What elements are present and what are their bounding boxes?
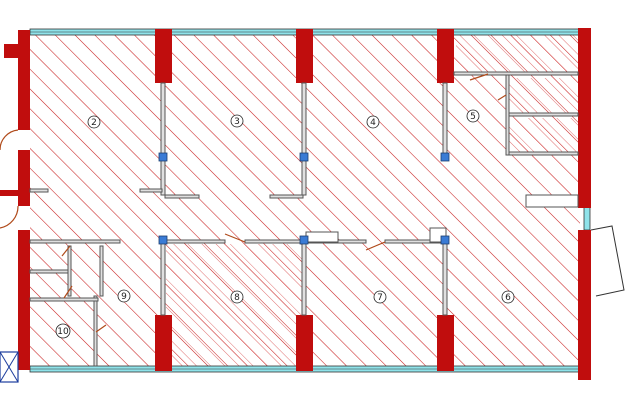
column-marker — [299, 235, 309, 245]
wall-right-lower — [578, 230, 591, 380]
wall-left-mid — [18, 150, 30, 206]
hatch-room-5-upper — [456, 34, 578, 74]
room-labels: 2 3 4 5 6 7 8 9 — [55, 109, 515, 339]
balcony — [590, 225, 625, 297]
pier-top-1 — [155, 29, 172, 83]
svg-text:5: 5 — [470, 112, 476, 122]
wall-left-stub-2 — [0, 190, 18, 196]
room-label-4: 4 — [366, 115, 380, 129]
piers — [155, 29, 454, 371]
doors — [0, 73, 507, 333]
svg-text:10: 10 — [57, 327, 69, 337]
room-label-6: 6 — [501, 290, 515, 304]
room-label-3: 3 — [230, 114, 244, 128]
room-label-5: 5 — [466, 109, 480, 123]
svg-text:8: 8 — [234, 293, 240, 303]
hatch-closet-b — [508, 118, 578, 152]
svg-text:7: 7 — [377, 293, 383, 303]
svg-text:4: 4 — [370, 118, 376, 128]
pier-bottom-2 — [296, 315, 313, 371]
hatch-closet-a — [508, 78, 578, 114]
svg-text:3: 3 — [234, 117, 240, 127]
entrance — [0, 351, 19, 383]
wall-left-lower — [18, 230, 30, 370]
hatch-room-8 — [166, 244, 302, 366]
room-label-9: 9 — [117, 289, 131, 303]
room-label-10: 10 — [55, 323, 71, 339]
svg-text:6: 6 — [505, 293, 511, 303]
column-marker — [440, 235, 450, 245]
column-marker — [158, 152, 168, 162]
svg-text:2: 2 — [91, 118, 97, 128]
pier-top-3 — [437, 29, 454, 83]
outer-walls — [0, 28, 591, 380]
wall-left-stub — [4, 44, 18, 58]
room-label-2: 2 — [87, 115, 101, 129]
column-marker — [299, 152, 309, 162]
wall-left-upper — [18, 30, 30, 130]
columns — [158, 152, 450, 245]
wall-right-upper — [578, 28, 591, 208]
column-marker — [440, 152, 450, 162]
pier-bottom-1 — [155, 315, 172, 371]
partitions — [29, 71, 579, 367]
column-marker — [158, 235, 168, 245]
svg-text:9: 9 — [121, 292, 127, 302]
pier-bottom-3 — [437, 315, 454, 371]
door-swing — [0, 205, 19, 229]
room-label-8: 8 — [230, 290, 244, 304]
window-right — [583, 205, 591, 231]
door-swing — [0, 129, 19, 151]
room-label-7: 7 — [373, 290, 387, 304]
pier-top-2 — [296, 29, 313, 83]
